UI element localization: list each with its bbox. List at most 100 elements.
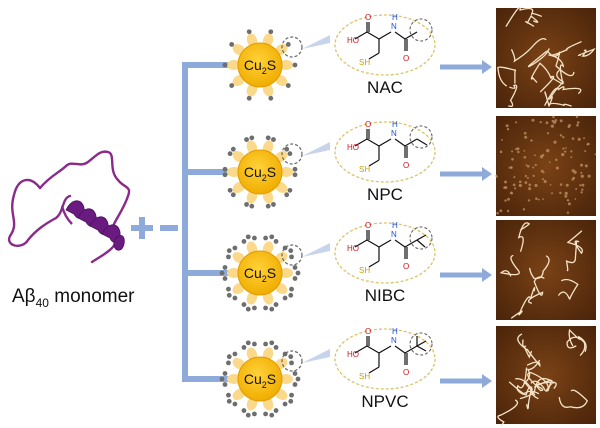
afm-speck: [504, 186, 508, 190]
afm-speck: [501, 139, 503, 141]
ligand-group-dot: [222, 276, 228, 281]
fibril: [548, 69, 565, 107]
afm-speck: [584, 150, 587, 153]
ligand-group-dot: [269, 306, 275, 312]
afm-speck: [509, 191, 513, 195]
fibril: [499, 254, 520, 277]
atom-ho: HO: [347, 143, 359, 152]
ligand-shell: [227, 60, 241, 70]
ligand-group-dot: [265, 135, 271, 141]
afm-speck: [580, 191, 583, 194]
cu2s-label: Cu2S: [244, 164, 276, 183]
afm-speck: [508, 166, 511, 169]
ligand-group-dot: [288, 292, 294, 298]
fibril: [511, 37, 547, 63]
ligand-group-dot: [232, 295, 238, 301]
arrow-icon: [440, 378, 484, 384]
ligand-group-dot: [287, 151, 293, 157]
ligand-group-dot: [241, 302, 247, 307]
afm-speck: [559, 191, 562, 195]
fibril: [565, 241, 578, 272]
cu2s-label: Cu2S: [244, 371, 276, 390]
afm-background: [496, 116, 596, 216]
atom-o: O: [403, 54, 409, 63]
afm-speck: [525, 164, 528, 167]
ligand-shell: [279, 374, 293, 384]
atom-ho: HO: [347, 244, 359, 253]
afm-speck: [586, 143, 589, 146]
afm-speck: [540, 169, 544, 173]
ligand-group-dot: [288, 398, 294, 404]
molecule-outline: [334, 222, 436, 284]
afm-speck: [571, 137, 575, 140]
fibril: [527, 372, 553, 392]
afm-background: [496, 220, 596, 320]
afm-speck: [587, 174, 591, 178]
afm-speck: [522, 208, 526, 211]
afm-speck: [545, 121, 549, 125]
afm-speck: [570, 150, 573, 153]
pointer-wedge: [302, 349, 330, 363]
arrow-icon: [440, 272, 484, 278]
ligand-group-dot: [226, 360, 231, 366]
afm-speck: [528, 187, 532, 191]
afm-speck: [495, 175, 498, 178]
ligand-group-dot: [271, 137, 276, 142]
highlight-circle: [409, 332, 433, 356]
ligand-group-dot: [263, 341, 268, 347]
afm-speck: [561, 153, 565, 157]
ligand-group-dot: [292, 371, 298, 376]
afm-speck: [511, 157, 514, 161]
atom-n: N: [391, 22, 397, 31]
ligand-group-dot: [292, 166, 298, 172]
pointer-wedge: [302, 243, 330, 257]
ligand-group-dot: [273, 239, 279, 244]
ligand-group-dot: [252, 341, 257, 347]
afm-speck: [514, 148, 518, 151]
afm-speck: [573, 170, 577, 174]
afm-speck: [576, 121, 580, 124]
afm-speck: [562, 136, 565, 139]
ligand-group-dot: [222, 166, 228, 172]
afm-speck: [574, 198, 577, 200]
afm-speck: [553, 140, 557, 144]
ligand-group-dot: [289, 360, 294, 366]
afm-speck: [551, 192, 554, 195]
fibril: [525, 15, 539, 27]
ligand-group-dot: [269, 340, 275, 346]
cu2s-label: Cu2S: [244, 57, 276, 76]
ligand-group-dot: [273, 345, 279, 350]
fibril: [558, 278, 579, 300]
ligand-group-dot: [244, 137, 249, 142]
ligand-group-dot: [269, 234, 275, 240]
afm-speck: [527, 199, 531, 202]
afm-speck: [572, 176, 576, 180]
fibril: [523, 359, 541, 396]
atom-o: O: [403, 368, 409, 377]
ligand-group-dot: [222, 62, 228, 68]
afm-speck: [565, 183, 569, 187]
atom-n: N: [391, 129, 397, 138]
atom-h: H: [392, 221, 398, 230]
atom-sh: SH: [359, 165, 370, 174]
ligand-name: NPC: [367, 185, 403, 204]
nanoparticle-icon: Cu2S: [222, 29, 303, 101]
ligand-group-dot: [273, 408, 279, 413]
atom-sh: SH: [359, 372, 370, 381]
fibril: [577, 47, 596, 57]
afm-speck: [506, 209, 510, 213]
ligand-group-dot: [249, 135, 255, 141]
ligand-group-dot: [232, 245, 238, 251]
ligand-group-dot: [230, 146, 236, 152]
afm-speck: [555, 158, 558, 162]
ligand-group-dot: [282, 401, 288, 407]
afm-speck: [496, 211, 499, 215]
ligand-group-dot: [245, 340, 251, 346]
afm-speck: [564, 150, 567, 153]
afm-image: [496, 6, 596, 108]
ligand-group-dot: [227, 187, 233, 193]
ligand-group-dot: [292, 276, 298, 281]
afm-speck: [584, 164, 588, 168]
